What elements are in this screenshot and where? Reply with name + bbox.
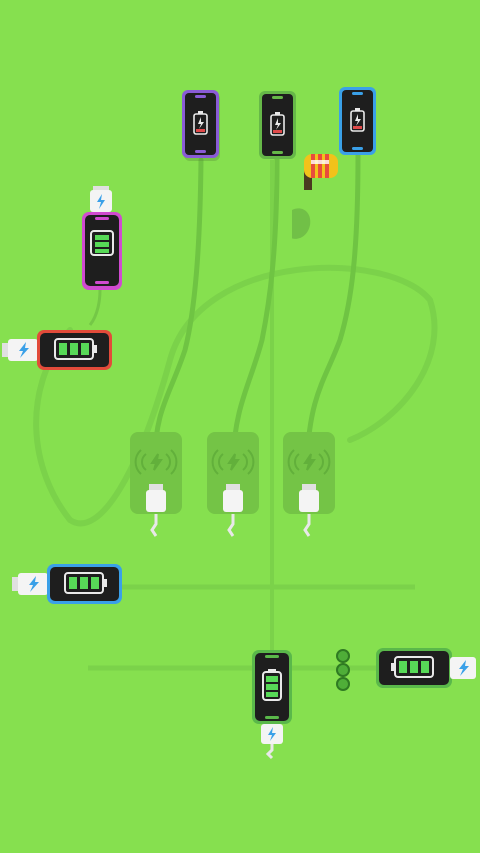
battery-icon [262, 669, 282, 701]
lightning-icon [198, 117, 204, 129]
battery-icon [54, 338, 97, 360]
charging-pad-1[interactable] [128, 432, 184, 542]
phone-red-horizontal[interactable] [0, 328, 115, 374]
pin-obstacle[interactable] [292, 150, 342, 245]
lightning-icon [275, 118, 281, 130]
lightning-icon [19, 342, 29, 358]
phone-blue[interactable] [338, 86, 378, 158]
usb-plug-icon [223, 484, 243, 537]
battery-icon [193, 111, 208, 135]
battery-icon [391, 656, 434, 678]
phone-green-right[interactable] [374, 646, 480, 692]
charging-pad-3[interactable] [281, 432, 337, 542]
battery-icon [350, 108, 365, 132]
battery-icon [270, 112, 285, 136]
phone-purple[interactable] [181, 89, 223, 163]
battery-icon [90, 230, 114, 256]
usb-plug-icon [299, 484, 319, 537]
lightning-icon [459, 660, 469, 676]
usb-plug-icon [90, 186, 112, 212]
track-loop [33, 264, 438, 527]
cable-magenta [88, 215, 102, 326]
usb-plug-icon [2, 339, 38, 361]
phone-magenta-vertical[interactable] [78, 184, 128, 294]
cable-green [230, 155, 280, 463]
cable-blue [304, 152, 361, 463]
lightning-icon [97, 194, 105, 209]
battery-icon [64, 572, 107, 594]
connector-nodes[interactable] [332, 648, 354, 692]
pin-icon [304, 154, 338, 178]
wireless-charge-icon [211, 449, 255, 475]
lightning-icon [355, 114, 361, 126]
lightning-icon [268, 727, 276, 741]
usb-plug-icon [146, 484, 166, 537]
phone-blue-horizontal[interactable] [10, 562, 125, 608]
usb-plug-icon [450, 657, 476, 679]
usb-plug-icon [261, 724, 283, 760]
wireless-charge-icon [287, 449, 331, 475]
phone-green[interactable] [258, 90, 298, 162]
usb-plug-icon [12, 573, 48, 595]
wireless-charge-icon [134, 449, 178, 475]
phone-green-bottom[interactable] [249, 648, 295, 760]
lightning-icon [29, 576, 39, 592]
cable-purple [152, 157, 204, 463]
charging-pad-2[interactable] [205, 432, 261, 542]
